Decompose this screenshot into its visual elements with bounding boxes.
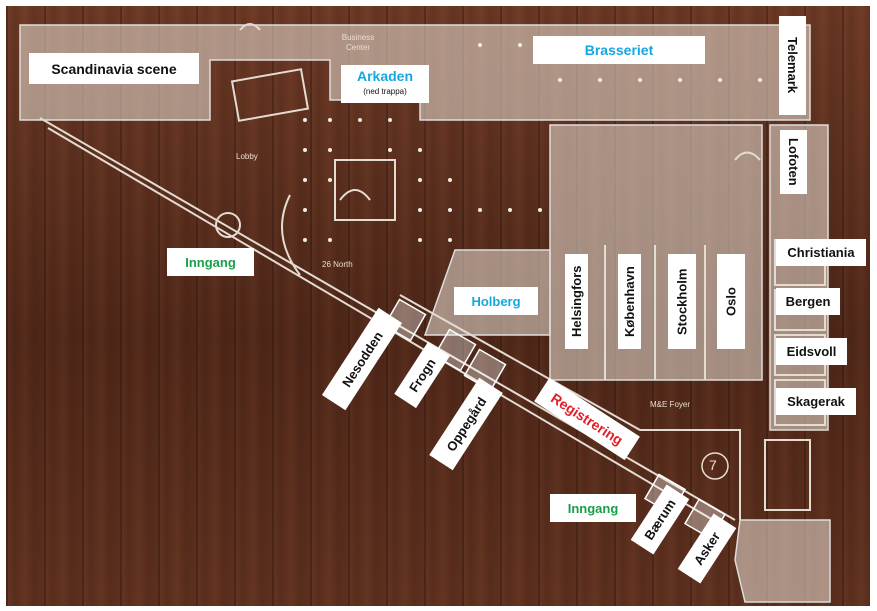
column-dot — [538, 208, 542, 212]
column-dot — [328, 238, 332, 242]
entrance-arc — [281, 194, 301, 276]
room-arkaden[interactable]: Arkaden (ned trappa) — [341, 65, 429, 103]
lobby-island — [334, 159, 396, 221]
escalator-block — [230, 68, 310, 122]
column-dot — [478, 208, 482, 212]
room-holberg[interactable]: Holberg — [454, 287, 538, 315]
column-dot — [418, 148, 422, 152]
stair-curve-3 — [239, 23, 261, 31]
column-dot — [508, 208, 512, 212]
elevator-circle — [701, 452, 729, 480]
column-dot — [758, 78, 762, 82]
lobby-stairs — [339, 189, 371, 201]
room-kobenhavn[interactable]: København — [618, 254, 641, 349]
column-dot — [448, 208, 452, 212]
room-scandinavia-scene[interactable]: Scandinavia scene — [29, 53, 199, 84]
column-dot — [303, 148, 307, 152]
room-christiania[interactable]: Christiania — [776, 239, 866, 266]
entrance-west[interactable]: Inngang — [167, 248, 254, 276]
arkaden-note: (ned trappa) — [363, 87, 407, 96]
elevator-number: 7 — [709, 457, 717, 473]
room-bergen[interactable]: Bergen — [776, 288, 840, 315]
north-label: 26 North — [322, 260, 353, 269]
business-center-label: Business Center — [341, 33, 375, 52]
column-dot — [638, 78, 642, 82]
arkaden-label: Arkaden — [356, 68, 414, 84]
south-tower-block — [734, 519, 831, 603]
stairs-south — [764, 439, 811, 511]
column-dot — [328, 118, 332, 122]
column-dot — [718, 78, 722, 82]
revolving-door — [215, 212, 241, 238]
room-stockholm[interactable]: Stockholm — [668, 254, 696, 349]
column-dot — [303, 118, 307, 122]
column-dot — [448, 238, 452, 242]
column-dot — [388, 118, 392, 122]
room-lofoten[interactable]: Lofoten — [780, 130, 807, 194]
room-brasseriet[interactable]: Brasseriet — [533, 36, 705, 64]
column-dot — [358, 118, 362, 122]
corridor-wall — [399, 294, 741, 520]
column-dot — [518, 43, 522, 47]
stair-curve-2 — [734, 151, 761, 161]
column-dot — [328, 148, 332, 152]
column-dot — [558, 78, 562, 82]
column-dot — [418, 238, 422, 242]
room-skagerak[interactable]: Skagerak — [776, 388, 856, 415]
column-dot — [418, 178, 422, 182]
column-dot — [388, 148, 392, 152]
lobby-label: Lobby — [236, 152, 258, 161]
entrance-south[interactable]: Inngang — [550, 494, 636, 522]
column-dot — [598, 78, 602, 82]
foyer-label: M&E Foyer — [650, 400, 691, 409]
column-dot — [678, 78, 682, 82]
room-oslo[interactable]: Oslo — [717, 254, 745, 349]
column-dot — [418, 208, 422, 212]
column-dot — [303, 208, 307, 212]
room-helsingfors[interactable]: Helsingfors — [565, 254, 588, 349]
room-eidsvoll[interactable]: Eidsvoll — [776, 338, 847, 365]
column-dot — [303, 238, 307, 242]
column-dot — [303, 178, 307, 182]
column-dot — [448, 178, 452, 182]
room-telemark[interactable]: Telemark — [779, 16, 806, 115]
column-dot — [478, 43, 482, 47]
column-dot — [328, 178, 332, 182]
